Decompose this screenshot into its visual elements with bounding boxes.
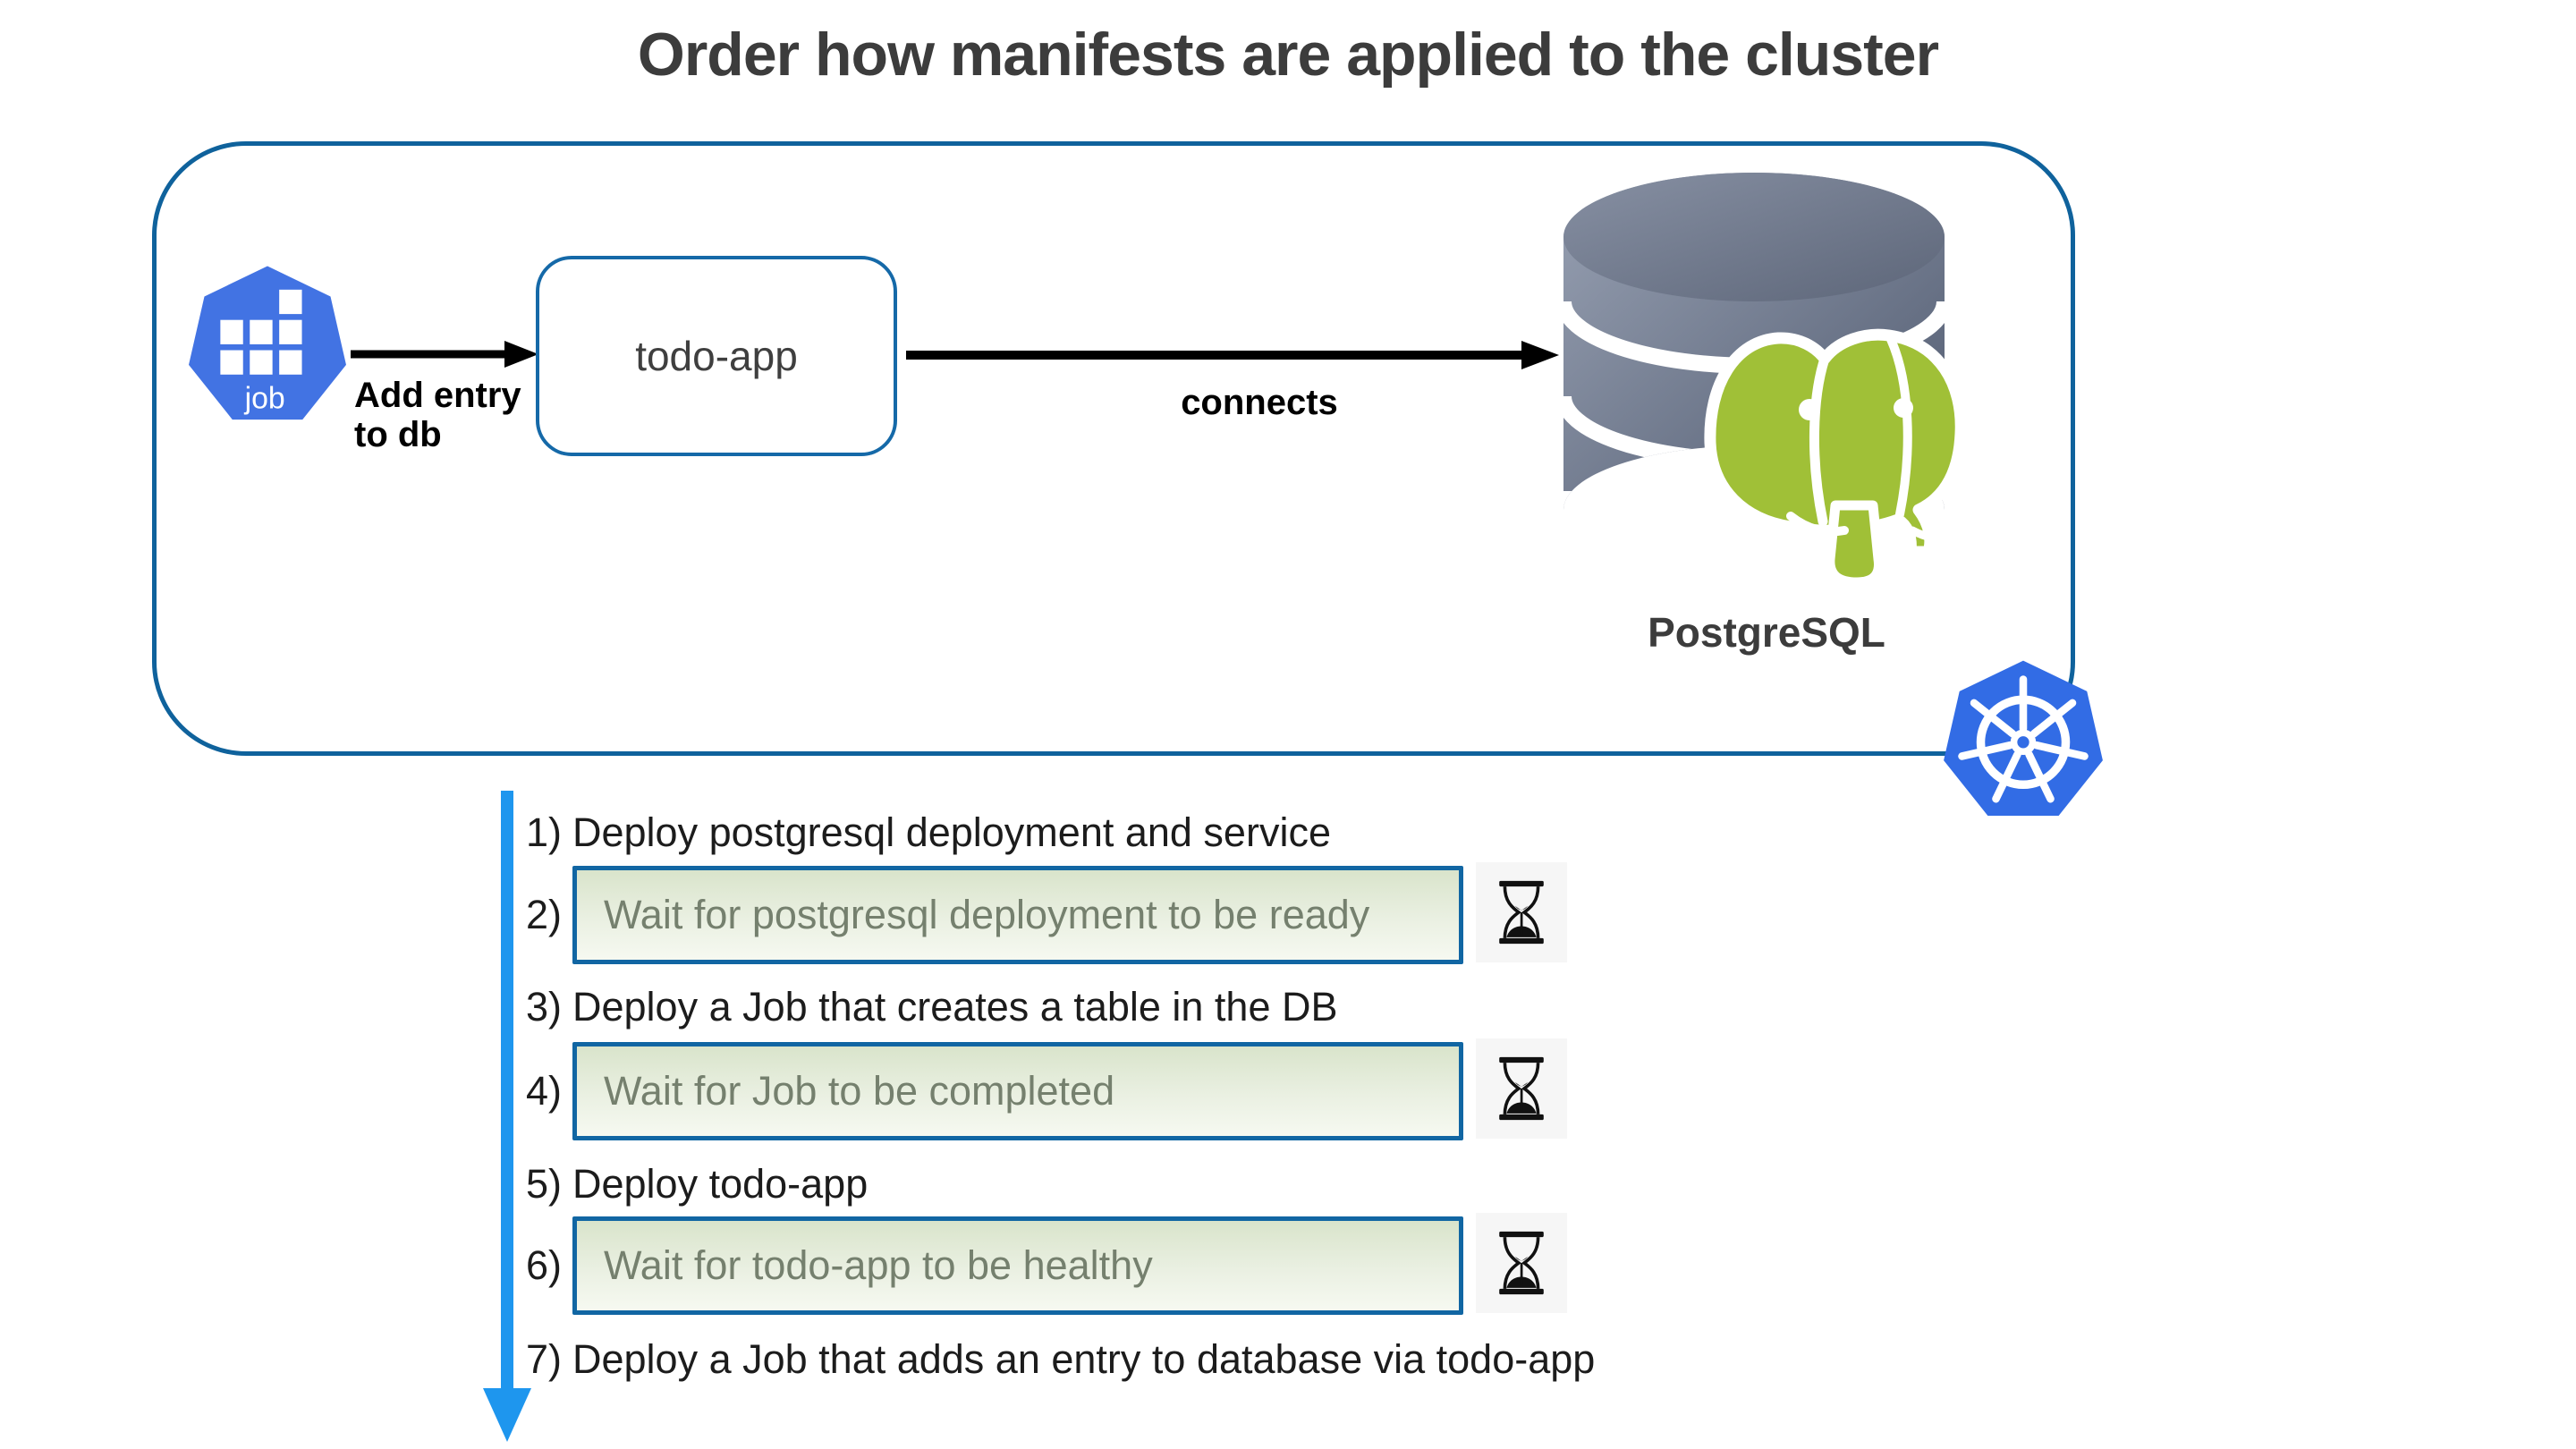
elephant-eye-left [1799,399,1820,420]
wait-box: Wait for todo-app to be healthy [572,1216,1463,1315]
hourglass-icon [1476,862,1567,962]
wait-box-label: Wait for Job to be completed [604,1068,1115,1114]
wait-box: Wait for Job to be completed [572,1042,1463,1140]
job-icon-label: job [244,381,285,415]
step-5: 5) Deploy todo-app [526,1157,868,1211]
step-6: 6) Wait for todo-app to be healthy [526,1216,1463,1315]
elephant-eye-right [1894,398,1913,418]
step-number: 7) [526,1336,563,1382]
step-4: 4) Wait for Job to be completed [526,1042,1463,1140]
step-label: Deploy postgresql deployment and service [572,809,1331,855]
step-2: 2) Wait for postgresql deployment to be … [526,866,1463,964]
postgresql-database-icon [1563,173,1967,588]
step-number: 3) [526,984,563,1030]
hourglass-icon [1476,1213,1567,1313]
connects-arrow-label: connects [1181,383,1338,422]
wait-box-label: Wait for postgresql deployment to be rea… [604,892,1370,937]
step-label: Deploy a Job that creates a table in the… [572,984,1338,1030]
connects-arrow [906,341,1559,369]
wait-box: Wait for postgresql deployment to be rea… [572,866,1463,964]
postgres-elephant [1704,328,1967,588]
add-entry-arrow-label: Add entry to db [354,376,521,454]
step-3: 3) Deploy a Job that creates a table in … [526,980,1338,1034]
postgresql-label: PostgreSQL [1648,609,1885,656]
steps-flow-arrow [483,791,531,1442]
add-entry-arrow [351,341,538,368]
cluster-boundary [152,141,2075,756]
kubernetes-job-icon: job [189,266,346,420]
kubernetes-logo-icon [1944,660,2103,816]
step-number: 5) [526,1161,563,1207]
step-label: Deploy a Job that adds an entry to datab… [572,1336,1596,1382]
step-number: 2) [526,892,563,937]
helm-wheel [1958,675,2089,803]
todo-app-label: todo-app [635,333,798,379]
job-grid-squares [220,289,302,375]
wait-box-label: Wait for todo-app to be healthy [604,1242,1153,1288]
page-title: Order how manifests are applied to the c… [637,21,1939,89]
step-number: 4) [526,1068,563,1114]
step-label: Deploy todo-app [572,1161,869,1207]
hourglass-icon [1476,1038,1567,1139]
step-number: 1) [526,809,563,855]
step-number: 6) [526,1242,563,1288]
step-7: 7) Deploy a Job that adds an entry to da… [526,1333,1595,1386]
step-1: 1) Deploy postgresql deployment and serv… [526,806,1331,860]
todo-app-box: todo-app [536,256,897,456]
